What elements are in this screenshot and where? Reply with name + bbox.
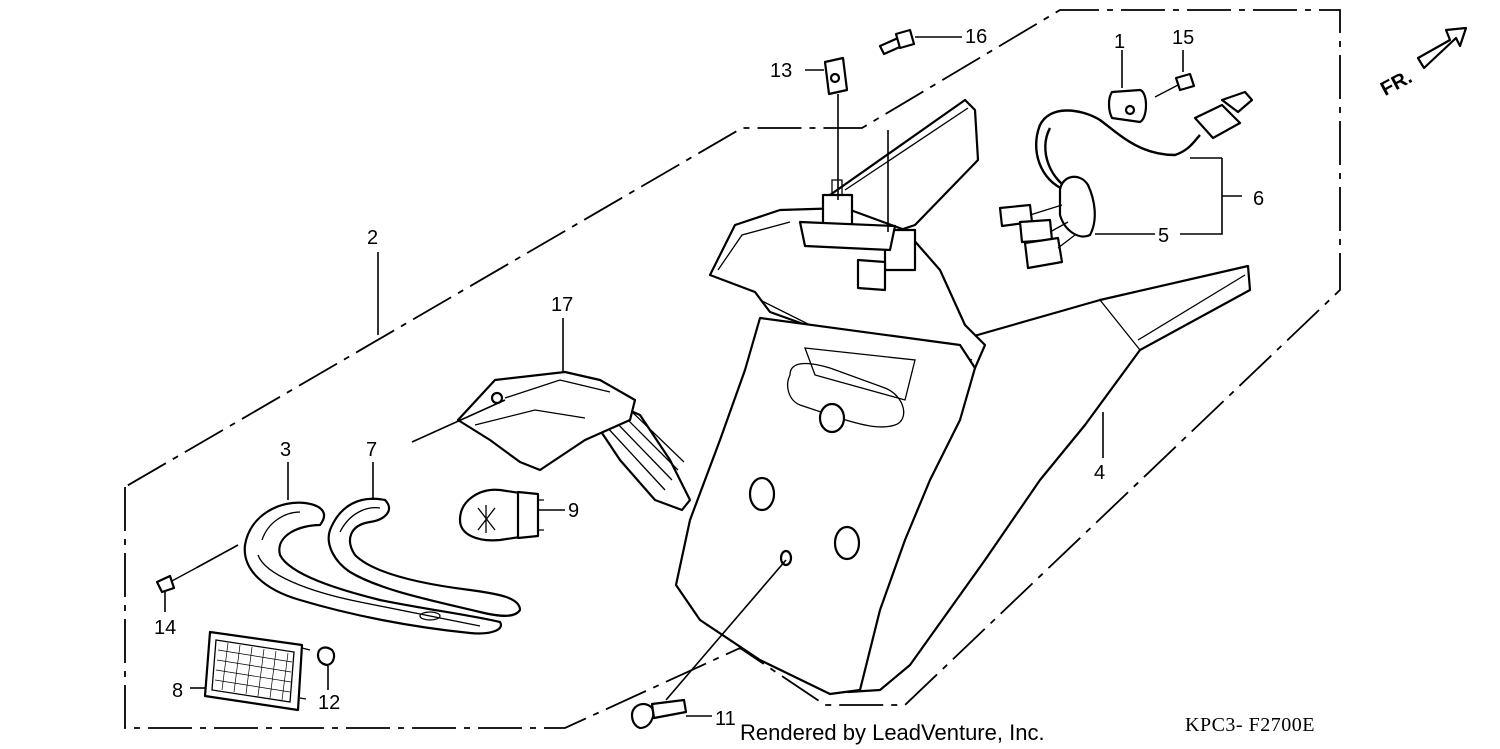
- callout-labels: 1 2 3 4 5 6 7 8 9 11 12 13 14 15 16 17: [154, 26, 1264, 730]
- callout-5: 5: [1158, 225, 1169, 247]
- part-nut-12: [316, 646, 336, 667]
- part-lens: [243, 501, 503, 635]
- figure-code: KPC3- F2700E: [1185, 714, 1315, 736]
- part-screw-14: [155, 567, 197, 594]
- leader-lines: [164, 36, 1242, 717]
- part-reflector: [203, 630, 311, 712]
- part-clamp: [1107, 88, 1148, 124]
- part-bolt-11: [630, 698, 688, 730]
- part-taillight-base: [456, 370, 692, 512]
- callout-16: 16: [965, 26, 987, 48]
- callout-2: 2: [367, 227, 378, 249]
- callout-8: 8: [172, 680, 183, 702]
- callout-14: 14: [154, 617, 176, 639]
- callout-4: 4: [1094, 462, 1105, 484]
- callout-11: 11: [715, 708, 736, 730]
- callout-17: 17: [551, 294, 573, 316]
- assembly-outline: [124, 9, 1341, 729]
- part-rear-fender: [674, 98, 1252, 696]
- callout-15: 15: [1172, 27, 1194, 49]
- callout-6: 6: [1253, 188, 1264, 210]
- direction-label: FR.: [1377, 66, 1416, 101]
- callout-9: 9: [568, 500, 579, 522]
- part-screw-15: [1154, 72, 1196, 98]
- callout-7: 7: [366, 439, 377, 461]
- part-bulb: [458, 488, 544, 542]
- housing-clips: [798, 179, 917, 292]
- front-direction-indicator: FR.: [1377, 26, 1468, 101]
- watermark-text: Rendered by LeadVenture, Inc.: [740, 720, 1045, 745]
- part-gasket: [327, 497, 522, 617]
- callout-1: 1: [1114, 31, 1125, 53]
- part-bolt-16: [878, 28, 916, 56]
- part-clip-nut: [823, 56, 849, 96]
- callout-3: 3: [280, 439, 291, 461]
- callout-12: 12: [318, 692, 340, 714]
- part-wire-harness: [998, 90, 1254, 270]
- callout-13: 13: [770, 60, 792, 82]
